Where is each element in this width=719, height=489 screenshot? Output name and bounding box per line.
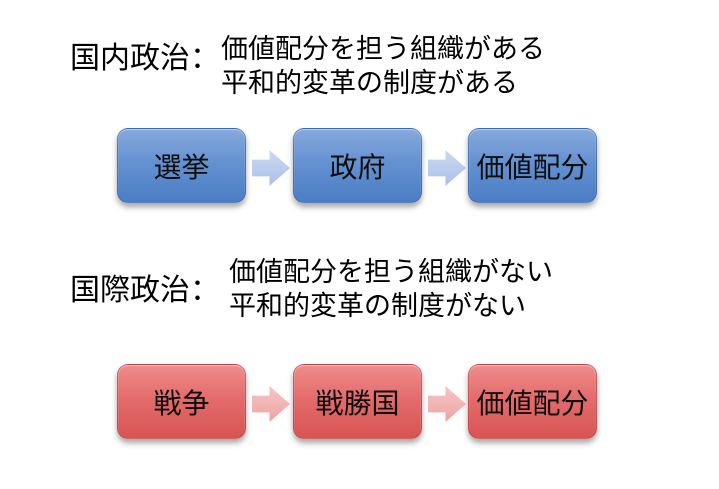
flow-box-victor-nation: 戦勝国 [293,364,422,439]
arrow-right-icon [252,150,290,186]
domestic-politics-description: 価値配分を担う組織がある 平和的変革の制度がある [221,33,545,101]
international-politics-label: 国際政治： [70,273,220,308]
flow-box-war: 戦争 [117,364,246,439]
arrow-right-icon [428,386,466,422]
arrow-right-icon [428,150,466,186]
flow-box-value-distribution-international-label: 価値配分 [476,386,589,420]
domestic-politics-label: 国内政治： [70,41,220,76]
flow-box-election: 選挙 [117,128,246,203]
international-description-line-2: 平和的変革の制度がない [229,291,526,322]
flow-box-value-distribution-domestic-label: 価値配分 [476,150,589,184]
international-politics-description: 価値配分を担う組織がない 平和的変革の制度がない [229,256,553,324]
domestic-description-line-1: 価値配分を担う組織がある [221,34,545,65]
flow-box-government: 政府 [293,128,422,203]
flow-box-war-label: 戦争 [153,386,210,420]
flow-box-government-label: 政府 [329,150,386,184]
flow-box-value-distribution-domestic: 価値配分 [468,128,597,203]
international-description-line-1: 価値配分を担う組織がない [229,257,553,288]
arrow-right-icon [252,386,290,422]
flow-box-election-label: 選挙 [153,150,210,184]
flow-box-victor-nation-label: 戦勝国 [315,386,400,420]
domestic-description-line-2: 平和的変革の制度がある [221,68,518,99]
flow-box-value-distribution-international: 価値配分 [468,364,597,439]
